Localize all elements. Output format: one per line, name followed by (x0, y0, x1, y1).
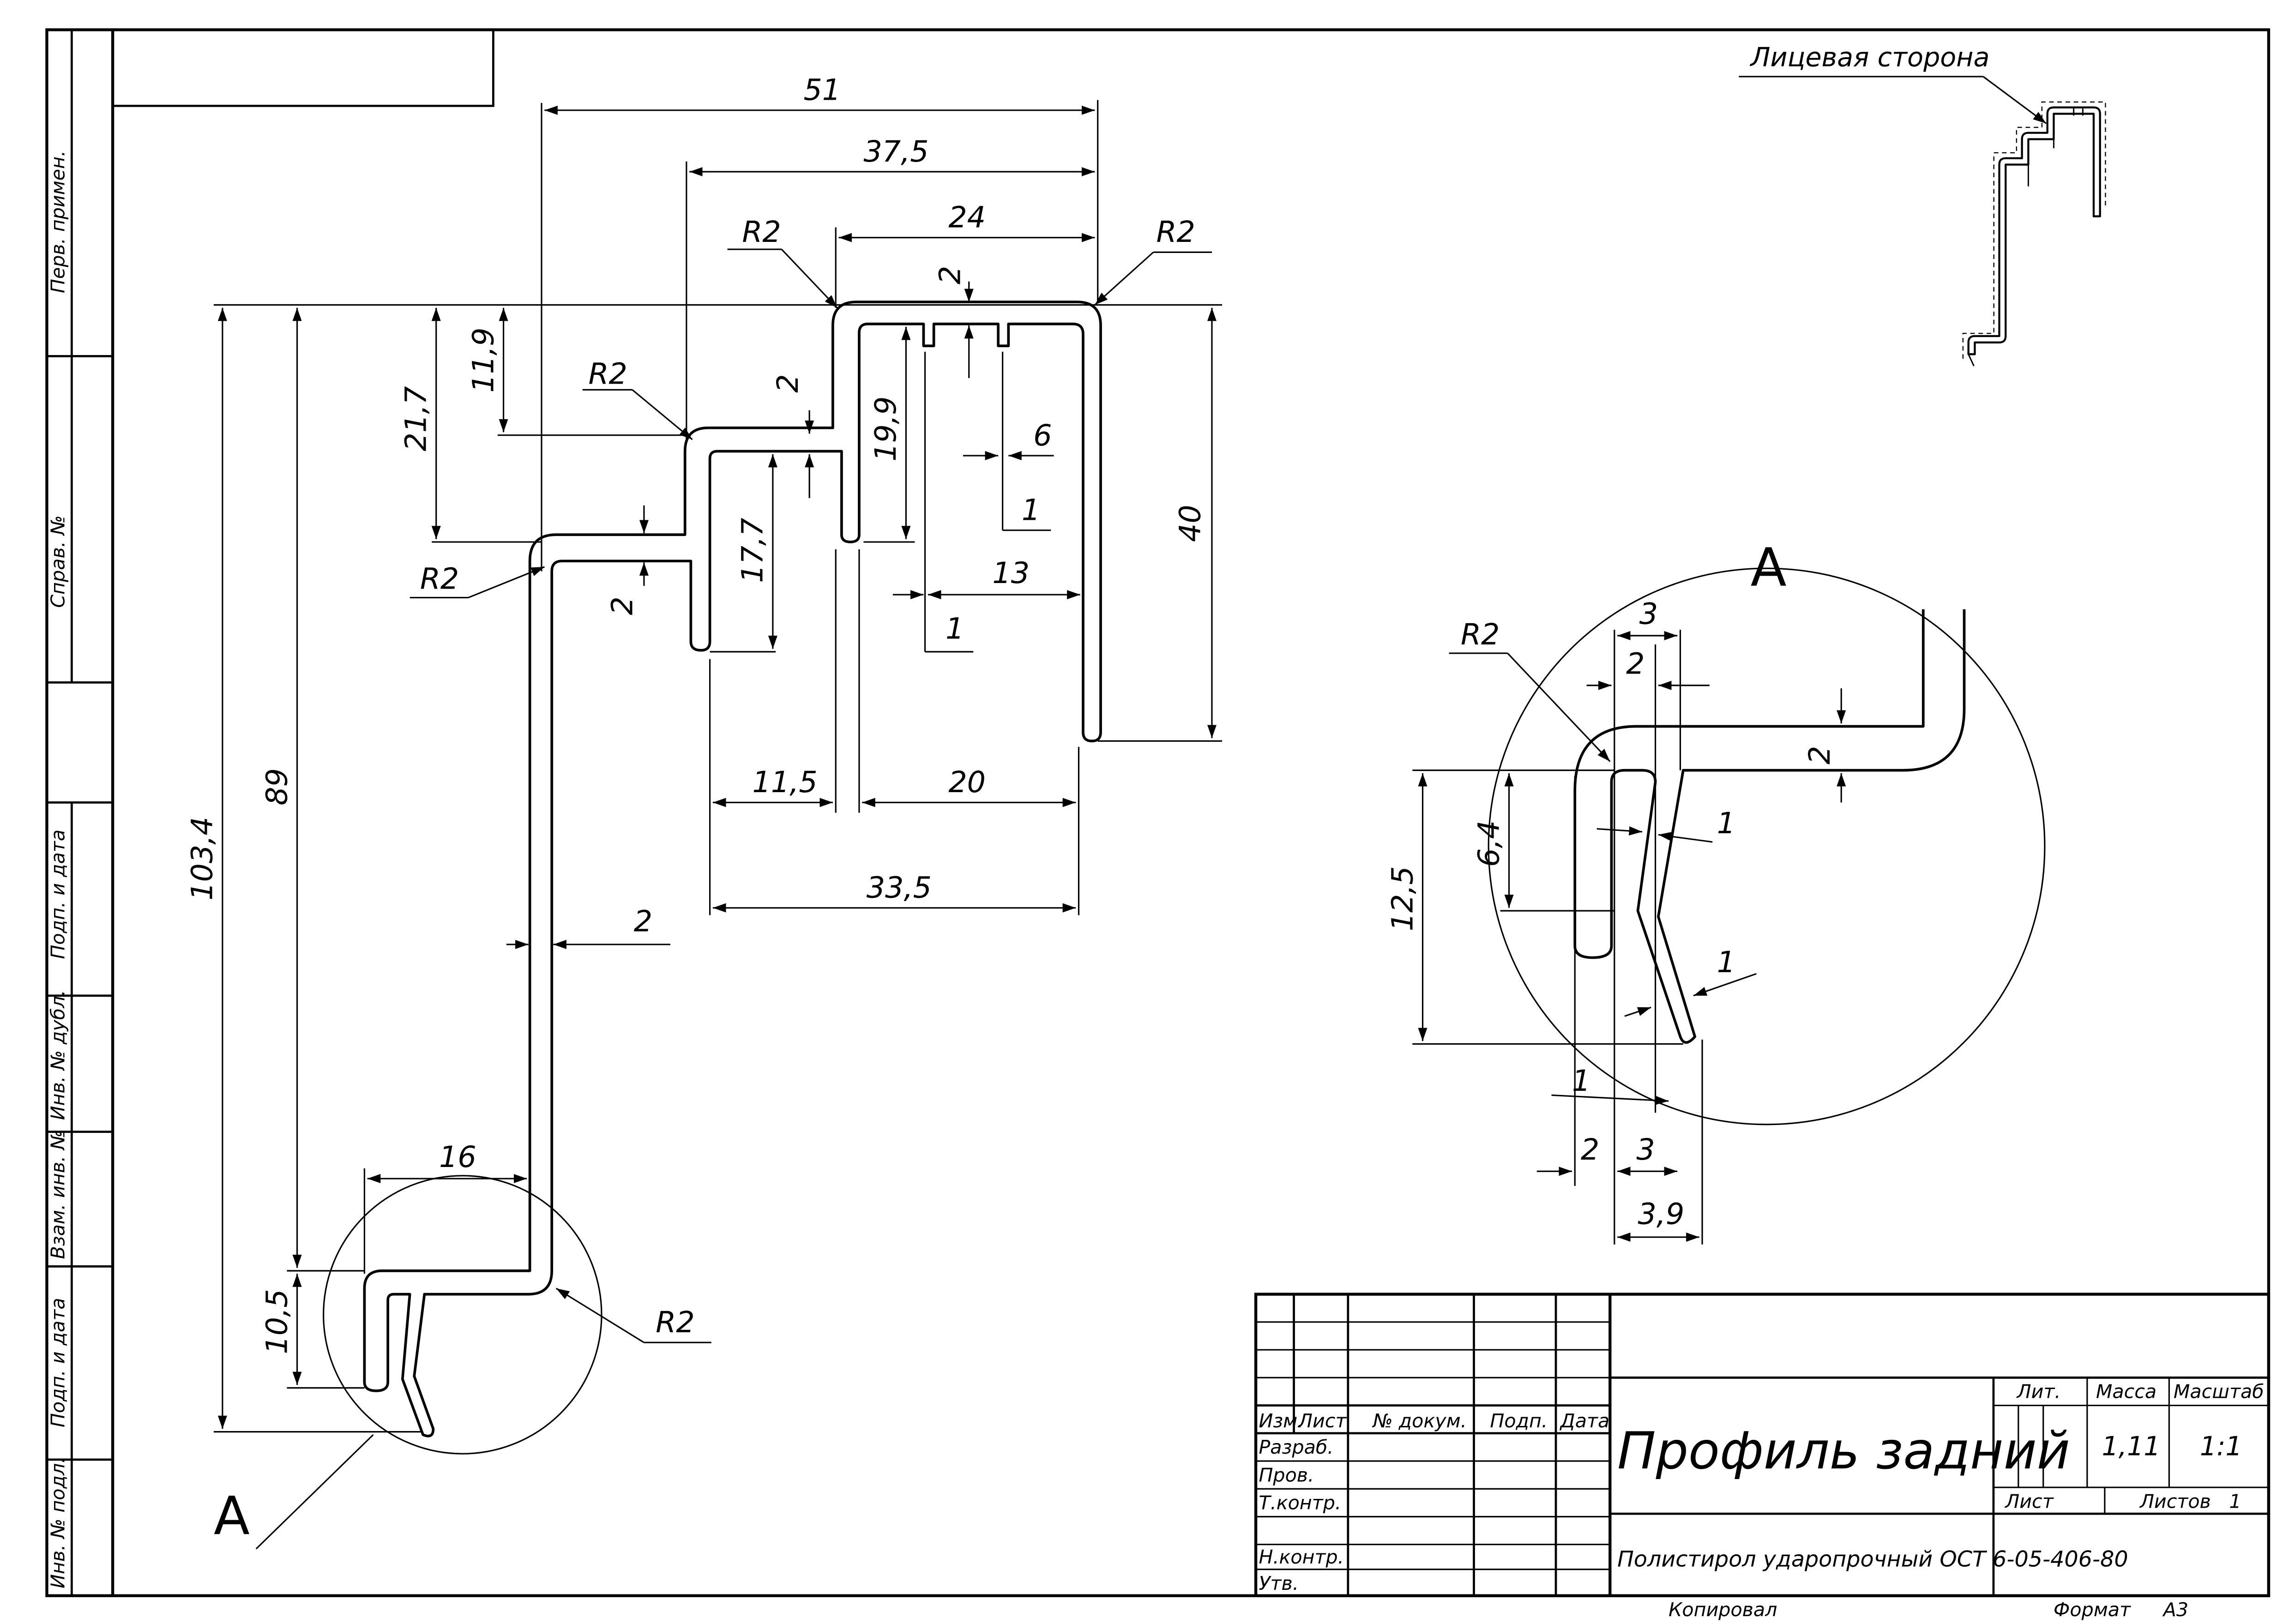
dim-1-slot: 1 (1022, 493, 1040, 527)
tb-row-utv: Утв. (1259, 1572, 1299, 1594)
dim-16: 16 (439, 1140, 476, 1174)
detail-dim-3-bottom: 3 (1636, 1132, 1655, 1167)
dim-2-slot: 2 (933, 266, 967, 284)
detail-dim-2-top: 2 (1626, 646, 1644, 680)
dim-2-wall: 2 (605, 596, 639, 615)
tb-scale-value: 1:1 (2200, 1431, 2242, 1462)
side-label-vzam-inv: Взам. инв. № (47, 1130, 69, 1259)
dim-13: 13 (992, 556, 1030, 590)
tb-col-list: Лист (1297, 1410, 1347, 1432)
dim-r2-top-left: R2 (742, 215, 781, 249)
dim-37-5: 37,5 (863, 134, 928, 168)
dim-20: 20 (948, 765, 986, 799)
side-label-podp-data-1: Подп. и дата (47, 830, 69, 959)
dim-2-step: 2 (771, 374, 805, 392)
main-dimensions (213, 100, 1223, 1550)
detail-dim-2-right: 2 (1802, 746, 1837, 764)
tb-col-date: Дата (1560, 1410, 1610, 1432)
dim-r2-bend: R2 (420, 562, 459, 596)
tb-sheets-label: Листов (2139, 1490, 2211, 1512)
dim-6: 6 (1033, 418, 1052, 452)
side-label-podp-data-2: Подп. и дата (47, 1298, 69, 1427)
tb-title: Профиль задний (1617, 1421, 2070, 1481)
tb-material: Полистирол ударопрочный ОСТ 6-05-406-80 (1617, 1546, 2128, 1572)
footer-copied: Копировал (1669, 1599, 1777, 1621)
dim-2-vertical: 2 (634, 904, 652, 938)
detail-dim-6-4: 6,4 (1471, 820, 1506, 867)
face-side-label: Лицевая сторона (1750, 42, 1990, 73)
title-block: Изм. Лист № докум. Подп. Дата Разраб. Пр… (1254, 1293, 2271, 1621)
view-label-a-small: А (214, 1486, 250, 1547)
detail-dim-3-top: 3 (1639, 597, 1658, 631)
drawing-frame (45, 28, 2271, 1597)
detail-dim-3-9: 3,9 (1638, 1197, 1685, 1231)
dim-11-9: 11,9 (466, 328, 500, 393)
tb-sheets-value: 1 (2229, 1490, 2241, 1512)
tb-row-nkontr: Н.контр. (1259, 1546, 1343, 1568)
dim-1-slot-b: 1 (946, 611, 964, 645)
side-labels: Перв. примен. Справ. № Подп. и дата Инв.… (47, 150, 69, 1588)
dim-103-4: 103,4 (185, 817, 219, 900)
detail-dim-1-a: 1 (1717, 806, 1735, 840)
dim-11-5: 11,5 (753, 765, 818, 799)
dim-33-5: 33,5 (867, 870, 932, 904)
dim-21-7: 21,7 (399, 386, 433, 451)
tb-mass-value: 1,11 (2102, 1431, 2161, 1462)
dim-51: 51 (803, 73, 841, 107)
side-label-inv-podl: Инв. № подл. (47, 1457, 69, 1588)
main-dimension-labels: 51 37,5 24 R2 R2 R2 R2 R2 2 2 2 2 11,9 2… (185, 73, 1207, 1354)
main-profile (363, 301, 1102, 1438)
face-side-view: Лицевая сторона (1739, 42, 2106, 367)
detail-callout-circle (323, 1175, 602, 1455)
dim-24: 24 (948, 200, 986, 234)
detail-dim-r2: R2 (1461, 617, 1500, 651)
detail-dim-12-5: 12,5 (1385, 866, 1419, 931)
dim-17-7: 17,7 (735, 518, 770, 583)
side-label-perv-primen: Перв. примен. (47, 150, 69, 293)
tb-mass-label: Масса (2096, 1381, 2156, 1403)
side-label-sprav-no: Справ. № (47, 515, 69, 607)
detail-a-view: А (1385, 537, 2046, 1245)
tb-col-doc: № докум. (1372, 1410, 1467, 1432)
detail-dim-2-bottom: 2 (1581, 1132, 1599, 1167)
tb-row-tkontr: Т.контр. (1259, 1492, 1341, 1514)
dim-10-5: 10,5 (259, 1289, 294, 1354)
tb-sheet-label: Лист (2004, 1490, 2054, 1512)
dim-r2-top-right: R2 (1157, 215, 1195, 249)
footer-format-label: Формат (2054, 1599, 2131, 1621)
tb-col-izm: Изм. (1259, 1410, 1303, 1432)
dim-19-9: 19,9 (868, 397, 903, 462)
tb-row-razrab: Разраб. (1259, 1436, 1333, 1458)
side-label-inv-dubl: Инв. № дубл. (47, 990, 69, 1120)
tb-lit-label: Лит. (2016, 1381, 2061, 1403)
dim-89: 89 (259, 768, 294, 806)
tb-col-sign: Подп. (1490, 1410, 1548, 1432)
footer-format-value: А3 (2162, 1599, 2188, 1621)
dim-40: 40 (1173, 505, 1207, 542)
tb-scale-label: Масштаб (2174, 1381, 2264, 1403)
tb-row-prov: Пров. (1259, 1464, 1314, 1486)
dim-r2-bottom: R2 (656, 1305, 694, 1339)
detail-dim-1-c: 1 (1572, 1064, 1590, 1098)
detail-circle (1488, 567, 2046, 1125)
detail-dim-1-b: 1 (1717, 945, 1735, 979)
dim-r2-step: R2 (588, 357, 627, 391)
